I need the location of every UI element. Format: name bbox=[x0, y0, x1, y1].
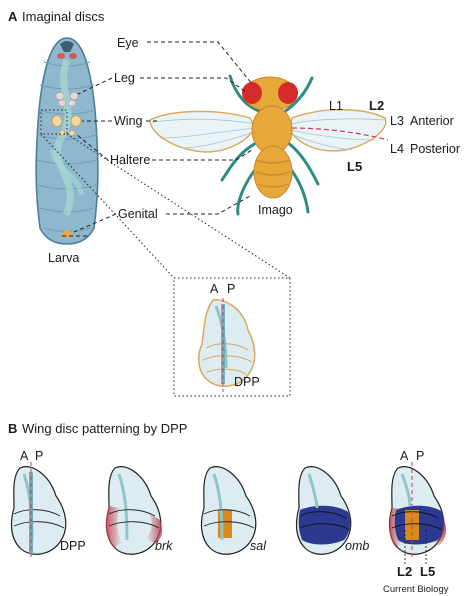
label-vein-l3: L3 bbox=[390, 114, 404, 128]
disc-3-label: sal bbox=[250, 539, 267, 553]
panel-a-title: Imaginal discs bbox=[22, 9, 105, 24]
wing-disc-omb bbox=[297, 467, 351, 555]
panel-a-letter: A bbox=[8, 9, 18, 24]
label-leg: Leg bbox=[114, 71, 135, 85]
disc-5-label-l2: L2 bbox=[397, 564, 412, 579]
disc-5-label-p: P bbox=[416, 449, 424, 463]
zoom-line-right bbox=[67, 134, 290, 278]
panel-b-letter: B bbox=[8, 421, 17, 436]
label-genital: Genital bbox=[118, 207, 158, 221]
inset-label-p: P bbox=[227, 282, 235, 296]
disc-5-label-l5: L5 bbox=[420, 564, 435, 579]
journal-credit: Current Biology bbox=[383, 584, 449, 595]
label-larva: Larva bbox=[48, 251, 79, 265]
label-posterior: Posterior bbox=[410, 142, 460, 156]
disc-1-label: DPP bbox=[60, 539, 86, 553]
larva-illustration bbox=[36, 38, 98, 244]
label-imago: Imago bbox=[258, 203, 293, 217]
inset-label-a: A bbox=[210, 282, 219, 296]
label-haltere: Haltere bbox=[110, 153, 150, 167]
disc-1-label-a: A bbox=[20, 449, 29, 463]
wing-disc-brk bbox=[106, 467, 162, 555]
wing-disc-combined bbox=[389, 462, 446, 565]
fly-illustration bbox=[150, 76, 388, 214]
label-vein-l4: L4 bbox=[390, 142, 404, 156]
label-vein-l5: L5 bbox=[347, 159, 362, 174]
label-eye: Eye bbox=[117, 36, 139, 50]
label-wing: Wing bbox=[114, 114, 143, 128]
inset-label-dpp: DPP bbox=[234, 375, 260, 389]
disc-2-label: brk bbox=[155, 539, 173, 553]
wing-disc-dpp bbox=[12, 462, 66, 560]
disc-4-label: omb bbox=[345, 539, 369, 553]
disc-5-label-a: A bbox=[400, 449, 409, 463]
label-vein-l1: L1 bbox=[329, 99, 343, 113]
label-anterior: Anterior bbox=[410, 114, 454, 128]
disc-1-label-p: P bbox=[35, 449, 43, 463]
label-vein-l2: L2 bbox=[369, 98, 384, 113]
panel-b-title: Wing disc patterning by DPP bbox=[22, 421, 187, 436]
wing-disc-sal bbox=[202, 467, 256, 555]
